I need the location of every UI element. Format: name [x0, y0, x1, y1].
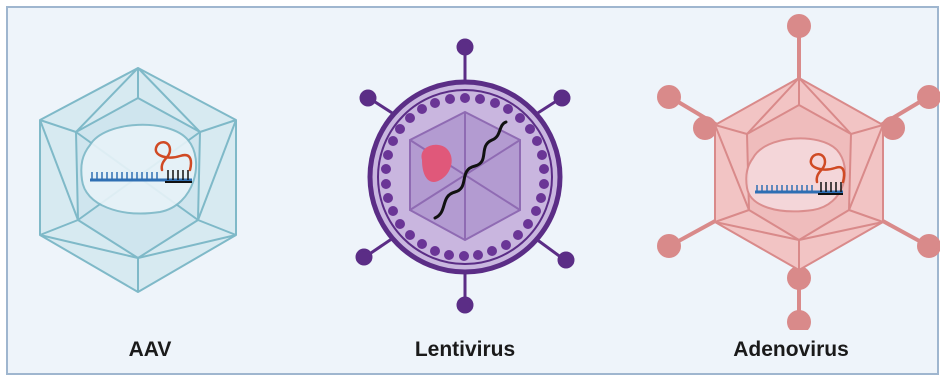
adenovirus-label: Adenovirus — [641, 338, 941, 362]
aav-panel — [20, 0, 290, 330]
lentivirus-panel — [330, 0, 610, 330]
lentivirus-particle-illustration — [330, 0, 610, 320]
aav-label: AAV — [0, 338, 300, 362]
aav-capsid-illustration — [20, 0, 290, 320]
adenovirus-capsid-illustration — [655, 0, 940, 330]
adenovirus-panel — [655, 0, 945, 330]
lentivirus-label: Lentivirus — [315, 338, 615, 362]
